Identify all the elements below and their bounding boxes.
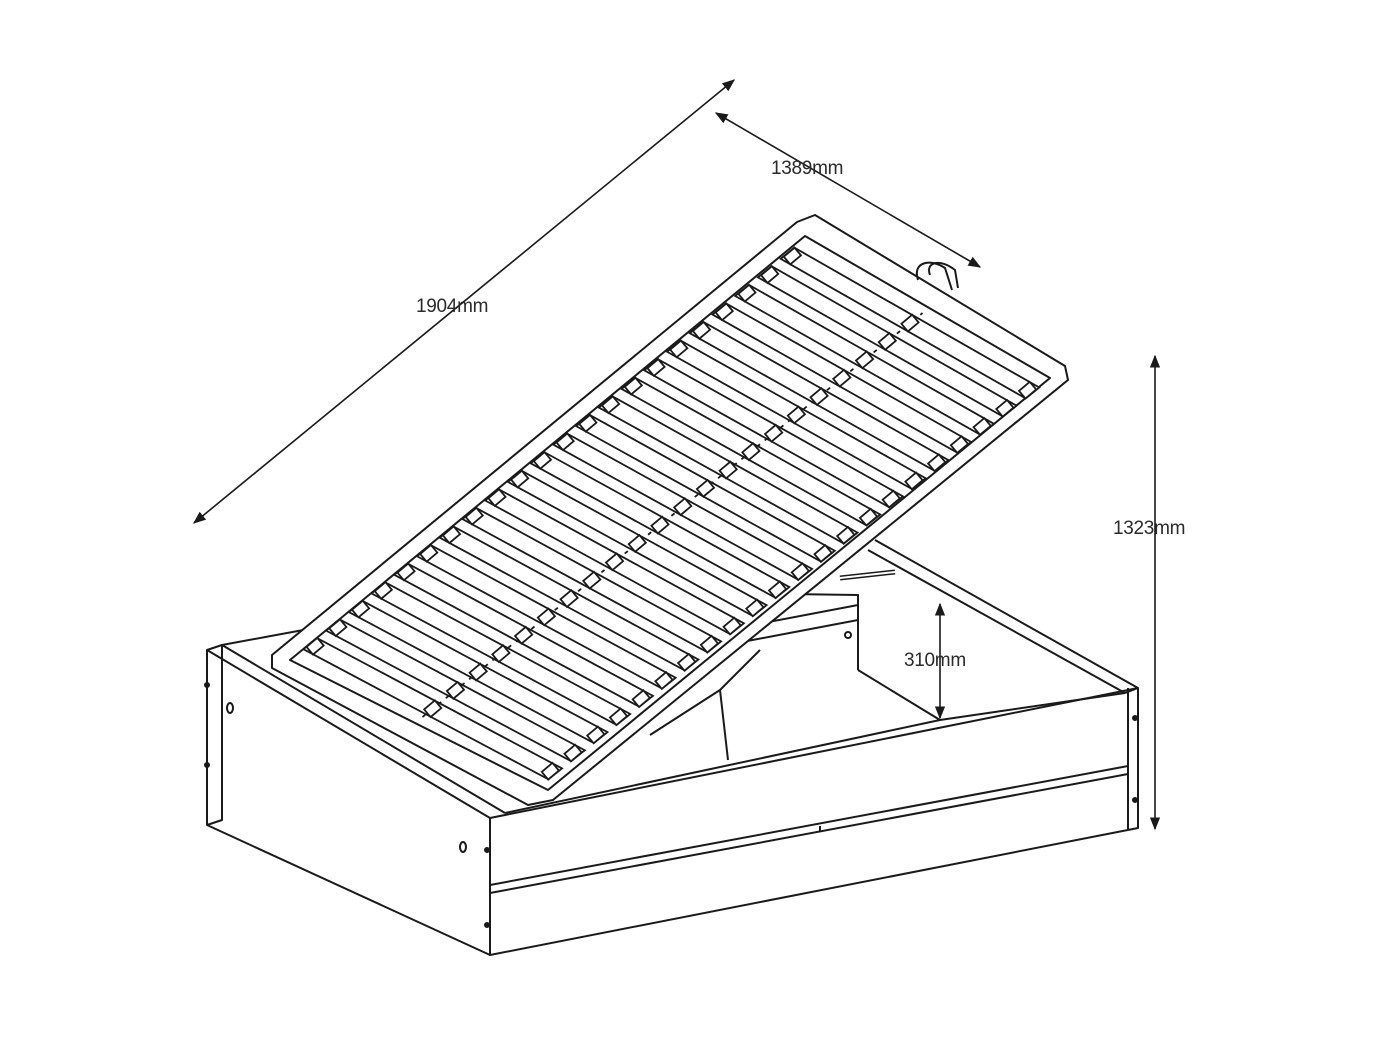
slat-holder (422, 699, 443, 719)
storage-depth-label: 310mm (904, 650, 966, 671)
slat-holder (790, 562, 811, 582)
slat-holder (396, 562, 416, 582)
slat-holder (563, 743, 583, 763)
slat-holder (809, 386, 829, 407)
slat-holder (540, 761, 561, 781)
left-panel-bottom (206, 824, 491, 956)
slat-holder (328, 618, 348, 638)
slat-holder (900, 313, 920, 333)
slat-holder (1017, 380, 1038, 400)
slat-holder (854, 350, 875, 370)
slat-holder (581, 570, 602, 590)
slat-holder (491, 644, 511, 664)
slat-holder (745, 598, 765, 618)
bed-base-frame (204, 539, 1139, 956)
length-label: 1904mm (416, 296, 489, 317)
slat-holder (763, 423, 784, 443)
slat-holder (995, 398, 1015, 418)
slat-holder (831, 368, 852, 388)
slat-holder (608, 707, 629, 727)
slat-holder (305, 636, 325, 656)
slat-holder (786, 405, 807, 425)
slat-holder (627, 533, 648, 554)
slat-holder (445, 680, 466, 700)
slat-holder (722, 616, 742, 636)
slat-holder (536, 607, 557, 627)
slat-holder (881, 489, 902, 509)
slat-holder (604, 552, 625, 572)
slat-holder (813, 543, 833, 564)
width-dimension-line (714, 112, 982, 268)
slat-holder (418, 543, 439, 563)
length-dimension-line (193, 79, 735, 524)
height-label: 1323mm (1113, 518, 1186, 539)
slat-holder (350, 599, 371, 619)
slat-holder (631, 689, 652, 709)
slat-holder (835, 525, 856, 545)
slat-holder (559, 588, 579, 609)
slat-holder (904, 471, 924, 491)
slat-holder (759, 265, 780, 285)
slat-holder (737, 283, 757, 303)
slat-holder (585, 725, 606, 745)
slat-holder (858, 507, 879, 527)
slat-holder (699, 634, 720, 654)
slat-holder (972, 416, 992, 437)
slat-holder (468, 662, 489, 682)
left-panel-top (206, 649, 491, 819)
slat-holder (676, 652, 697, 672)
slat-holder (926, 453, 947, 473)
slat-holder (767, 580, 788, 600)
slat-holder (441, 525, 462, 545)
left-end-panel (206, 644, 223, 826)
slat-holder (741, 442, 761, 462)
slat-holder (373, 580, 394, 601)
slat-holder (513, 625, 534, 645)
slat-holder (949, 435, 970, 455)
slat-holder (877, 331, 898, 352)
width-label: 1389mm (771, 158, 844, 179)
dimension-lines (193, 79, 1161, 831)
slat-holder (654, 670, 674, 691)
